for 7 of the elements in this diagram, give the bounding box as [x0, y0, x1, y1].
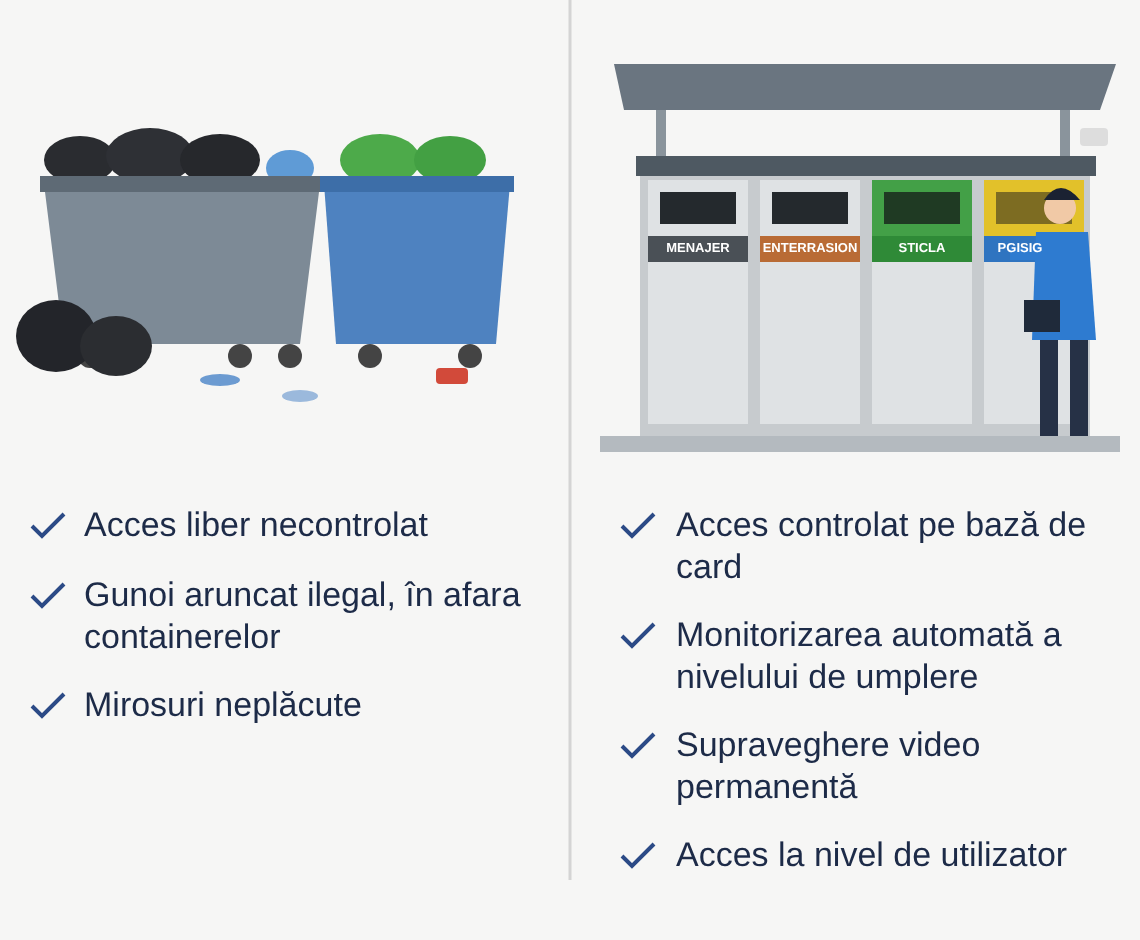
bullet-text: Mirosuri neplăcute: [84, 684, 364, 726]
bullet-text: Supraveghere video permanentă: [676, 724, 983, 808]
bullet-text: Acces la nivel de utilizator: [676, 834, 1070, 876]
bullet-text: Acces controlat pe bază de card: [676, 504, 1089, 588]
bullet-text: Acces liber necontrolat: [84, 504, 430, 546]
bullet-text: Gunoi aruncat ilegal, în afara containerelor: [84, 574, 523, 658]
bullet-text: Monitorizarea automată a nivelului de umplere: [676, 614, 1064, 698]
